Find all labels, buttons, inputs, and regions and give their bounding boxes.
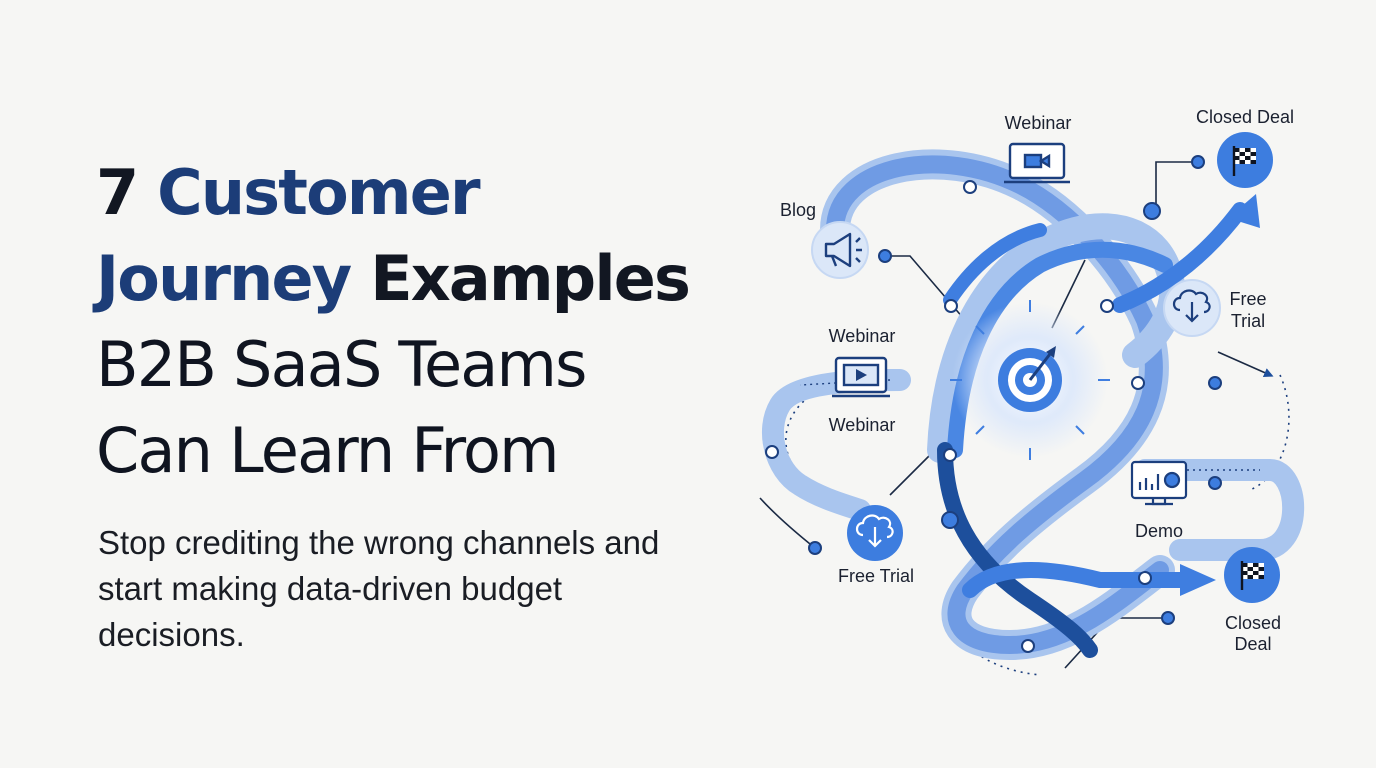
target-hub: [950, 300, 1110, 460]
node-closed-top: [1143, 202, 1161, 220]
label-closed-deal-bottom-line1: Closed: [1225, 613, 1281, 633]
megaphone-icon: [824, 232, 862, 268]
headline-line-3: B2B SaaS Teams: [96, 328, 587, 401]
connector-arrow-right-1: [1217, 351, 1274, 378]
customer-journey-diagram: Webinar Closed Deal Blog Free Trial Webi…: [740, 90, 1340, 690]
checkered-flag-icon: [1240, 561, 1264, 590]
label-free-trial-right-line1: Free: [1229, 289, 1266, 309]
label-demo: Demo: [1135, 521, 1183, 541]
target-rays: [950, 300, 1110, 460]
journey-path-demo-outer: [1134, 458, 1305, 561]
node-left-freetrial: [808, 541, 822, 555]
node-target-bottom-end: [941, 511, 959, 529]
headline-number: 7: [96, 156, 158, 229]
label-blog: Blog: [780, 200, 816, 220]
journey-path-dark: [937, 442, 1098, 658]
node-left-webinar: [765, 445, 779, 459]
target-icon: [998, 346, 1062, 412]
dotted-guide-right: [1249, 374, 1290, 491]
headline: 7 Customer Journey Examples B2B SaaS Tea…: [96, 150, 691, 494]
free-trial-badge-right: [1163, 279, 1221, 337]
node-right-mid: [1131, 376, 1145, 390]
cloud-download-icon: [855, 514, 894, 548]
label-closed-deal-top: Closed Deal: [1196, 107, 1294, 127]
journey-path-blog: [826, 155, 1169, 655]
label-free-trial-bottom: Free Trial: [838, 566, 914, 586]
monitor-chart-icon: [1130, 460, 1188, 506]
laptop-video-icon: [1004, 142, 1070, 184]
node-upper-left: [944, 299, 958, 313]
connector-left-bottom: [759, 497, 816, 549]
node-target-bottom: [943, 448, 957, 462]
connector-blog-target: [885, 255, 983, 341]
label-closed-deal-bottom-line2: Deal: [1234, 634, 1271, 654]
headline-line-4: Can Learn From: [96, 414, 560, 487]
headline-examples: Examples: [370, 242, 691, 315]
journey-path-to-closed-bottom: [962, 562, 1188, 598]
node-closed-bottom-path: [1138, 571, 1152, 585]
connector-closed-deal-top: [1155, 161, 1198, 210]
cloud-download-icon: [1172, 289, 1211, 323]
label-webinar-top: Webinar: [1005, 113, 1072, 133]
node-blog-connector: [878, 249, 892, 263]
subheadline: Stop crediting the wrong channels and st…: [98, 524, 660, 653]
headline-journey: Journey: [96, 242, 352, 315]
monitor-play-icon: [832, 356, 890, 398]
journey-path-upper: [943, 223, 1047, 307]
label-webinar-left-top: Webinar: [829, 326, 896, 346]
node-demo-bottom: [1208, 476, 1222, 490]
arrowhead-closed-bottom: [1180, 564, 1216, 596]
diagram-labels: Webinar Closed Deal Blog Free Trial Webi…: [780, 107, 1294, 654]
arrowhead-closed-top: [1228, 194, 1260, 228]
checkered-flag-badge-bottom: [1224, 547, 1280, 603]
checkered-flag-badge-top: [1217, 132, 1273, 188]
node-webinar-top: [963, 180, 977, 194]
journey-path-to-closed-top: [1112, 202, 1248, 313]
path-nodes: [765, 155, 1222, 653]
free-trial-badge-bottom: [847, 505, 903, 561]
connector-target-freetrial: [889, 454, 931, 496]
checkered-flag-icon: [1232, 146, 1256, 176]
blog-badge: [811, 221, 869, 279]
node-bottom-loop: [1021, 639, 1035, 653]
journey-path-webinar-left: [761, 369, 911, 521]
node-right-demo: [1208, 376, 1222, 390]
label-webinar-left-bottom: Webinar: [829, 415, 896, 435]
path-arrowheads: [1180, 194, 1260, 596]
headline-line-2: Journey Examples: [96, 236, 691, 322]
node-closed-bottom-connector: [1161, 611, 1175, 625]
node-closed-top-connector: [1191, 155, 1205, 169]
label-free-trial-right-line2: Trial: [1231, 311, 1265, 331]
headline-line-1: 7 Customer: [96, 150, 689, 236]
node-upper-right: [1100, 299, 1114, 313]
headline-customer: Customer: [157, 156, 480, 229]
